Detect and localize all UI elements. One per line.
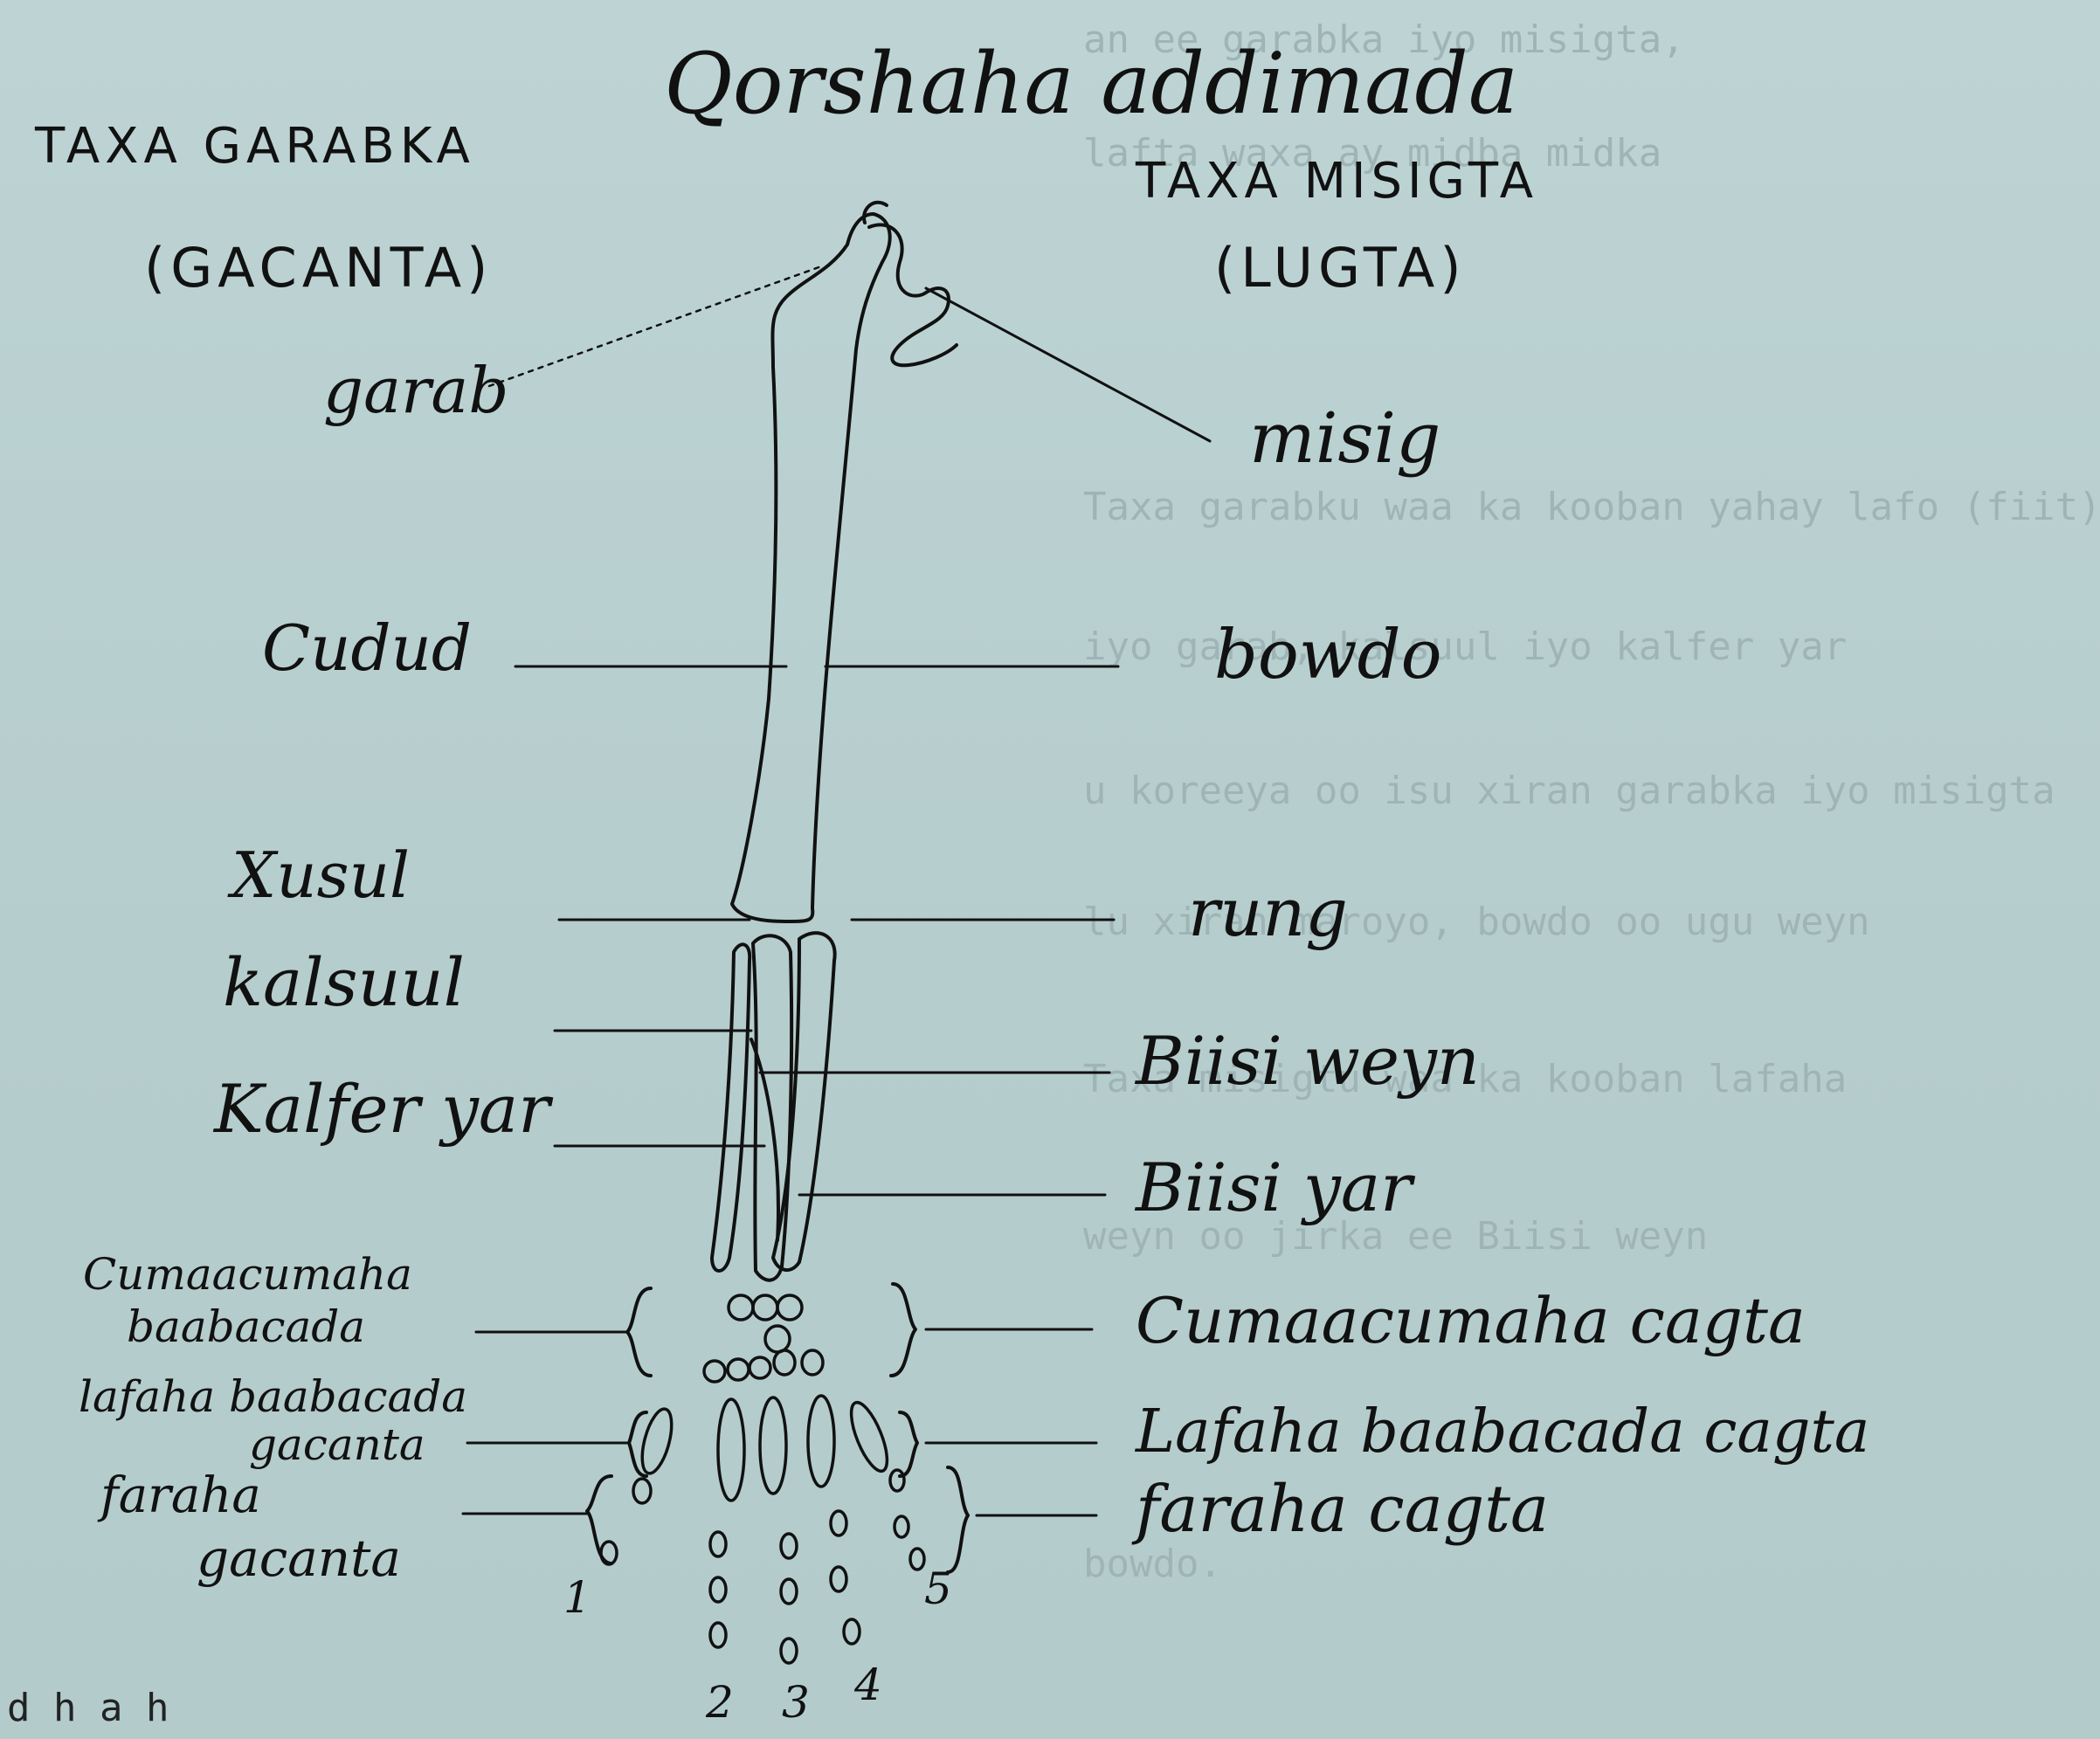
label-kalfer-yar: Kalfer yar <box>214 1070 550 1148</box>
label-biisi-yar: Biisi yar <box>1136 1149 1413 1226</box>
right-subheading: (LUGTA) <box>1214 236 1467 300</box>
label-misig: misig <box>1249 397 1440 479</box>
metacarpal-bones <box>637 1396 895 1501</box>
label-cumaacumaha-baabacada-line2: baabacada <box>127 1301 365 1352</box>
forearm-bone-icon <box>712 944 750 1271</box>
label-bowdo: bowdo <box>1214 616 1442 694</box>
joint-socket-icon <box>869 224 957 365</box>
label-cumaacumaha-cagta: Cumaacumaha cagta <box>1136 1284 1806 1357</box>
label-rung: rung <box>1188 873 1348 951</box>
long-bone-icon <box>732 214 890 921</box>
label-cumaacumaha-baabacada: Cumaacumaha <box>83 1249 412 1300</box>
label-faraha-cagta: faraha cagta <box>1136 1472 1549 1547</box>
label-lafaha-baabacada-cagta: Lafaha baabacada cagta <box>1136 1397 1869 1466</box>
label-garab: garab <box>323 354 508 427</box>
label-xusul: Xusul <box>231 838 410 912</box>
digit-number-4: 4 <box>854 1660 882 1710</box>
digit-number-1: 1 <box>563 1572 591 1623</box>
label-faraha-gacanta: faraha <box>100 1467 261 1524</box>
label-kalsuul: kalsuul <box>223 943 465 1021</box>
digit-number-5: 5 <box>924 1563 952 1614</box>
label-faraha-gacanta-line2: gacanta <box>197 1529 401 1588</box>
carpal-bones <box>704 1295 823 1382</box>
page-title: Qorshaha addimada <box>664 35 1518 133</box>
left-heading: TAXA GARABKA <box>35 118 475 175</box>
label-biisi-weyn: Biisi weyn <box>1136 1022 1480 1100</box>
left-subheading: (GACANTA) <box>144 236 493 300</box>
phalanx-bones <box>601 1470 924 1663</box>
leader-lines-left <box>463 266 821 1514</box>
digit-number-3: 3 <box>782 1677 810 1728</box>
digit-number-2: 2 <box>706 1677 734 1728</box>
bracket-right <box>891 1284 968 1572</box>
forearm-bone-icon <box>773 933 835 1270</box>
label-lafaha-baabacada-gacanta: lafaha baabacada <box>79 1371 467 1422</box>
bracket-left <box>587 1288 651 1563</box>
right-heading: TAXA MISIGTA <box>1136 153 1538 210</box>
label-cudud: Cudud <box>262 611 472 685</box>
label-lafaha-baabacada-gacanta-line2: gacanta <box>249 1419 425 1470</box>
forearm-bone-icon <box>753 935 791 1280</box>
